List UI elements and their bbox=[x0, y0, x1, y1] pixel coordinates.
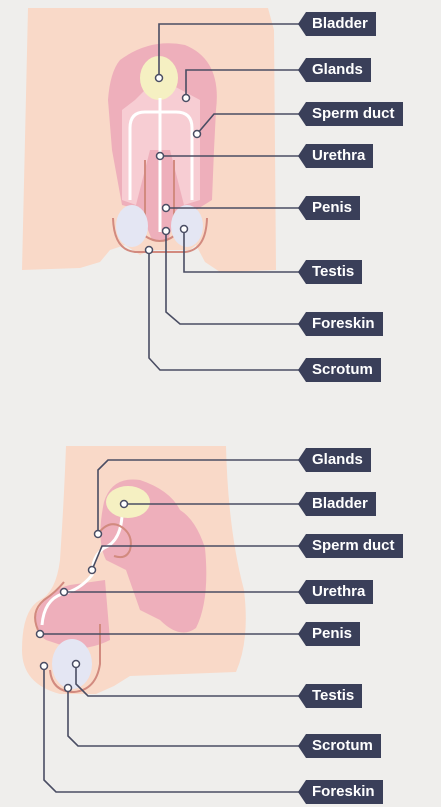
label-side-testis: Testis bbox=[306, 684, 362, 708]
label-front-bladder: Bladder bbox=[306, 12, 376, 36]
label-front-sperm-duct: Sperm duct bbox=[306, 102, 403, 126]
label-front-glands: Glands bbox=[306, 58, 371, 82]
pointer-side-urethra bbox=[61, 589, 68, 596]
label-side-glands: Glands bbox=[306, 448, 371, 472]
label-side-penis: Penis bbox=[306, 622, 360, 646]
pointer-front-penis bbox=[163, 205, 170, 212]
pointer-side-testis bbox=[73, 661, 80, 668]
label-front-testis: Testis bbox=[306, 260, 362, 284]
label-side-urethra: Urethra bbox=[306, 580, 373, 604]
side-view-illustration bbox=[22, 446, 246, 694]
pointer-side-glands bbox=[95, 531, 102, 538]
pointer-front-urethra bbox=[157, 153, 164, 160]
pointer-front-sperm-duct bbox=[194, 131, 201, 138]
pointer-side-foreskin bbox=[41, 663, 48, 670]
label-side-bladder: Bladder bbox=[306, 492, 376, 516]
label-front-urethra: Urethra bbox=[306, 144, 373, 168]
pointer-side-penis bbox=[37, 631, 44, 638]
side-bladder-shape bbox=[106, 486, 150, 518]
front-testis-left bbox=[116, 205, 148, 247]
pointer-front-bladder bbox=[156, 75, 163, 82]
pointer-front-glands bbox=[183, 95, 190, 102]
pointer-side-sperm-duct bbox=[89, 567, 96, 574]
front-view-illustration bbox=[22, 8, 276, 272]
pointer-side-scrotum bbox=[65, 685, 72, 692]
label-side-foreskin: Foreskin bbox=[306, 780, 383, 804]
pointer-front-testis bbox=[181, 226, 188, 233]
label-side-scrotum: Scrotum bbox=[306, 734, 381, 758]
label-front-scrotum: Scrotum bbox=[306, 358, 381, 382]
pointer-front-foreskin bbox=[163, 228, 170, 235]
label-side-sperm-duct: Sperm duct bbox=[306, 534, 403, 558]
pointer-side-bladder bbox=[121, 501, 128, 508]
label-front-penis: Penis bbox=[306, 196, 360, 220]
pointer-front-scrotum bbox=[146, 247, 153, 254]
label-front-foreskin: Foreskin bbox=[306, 312, 383, 336]
